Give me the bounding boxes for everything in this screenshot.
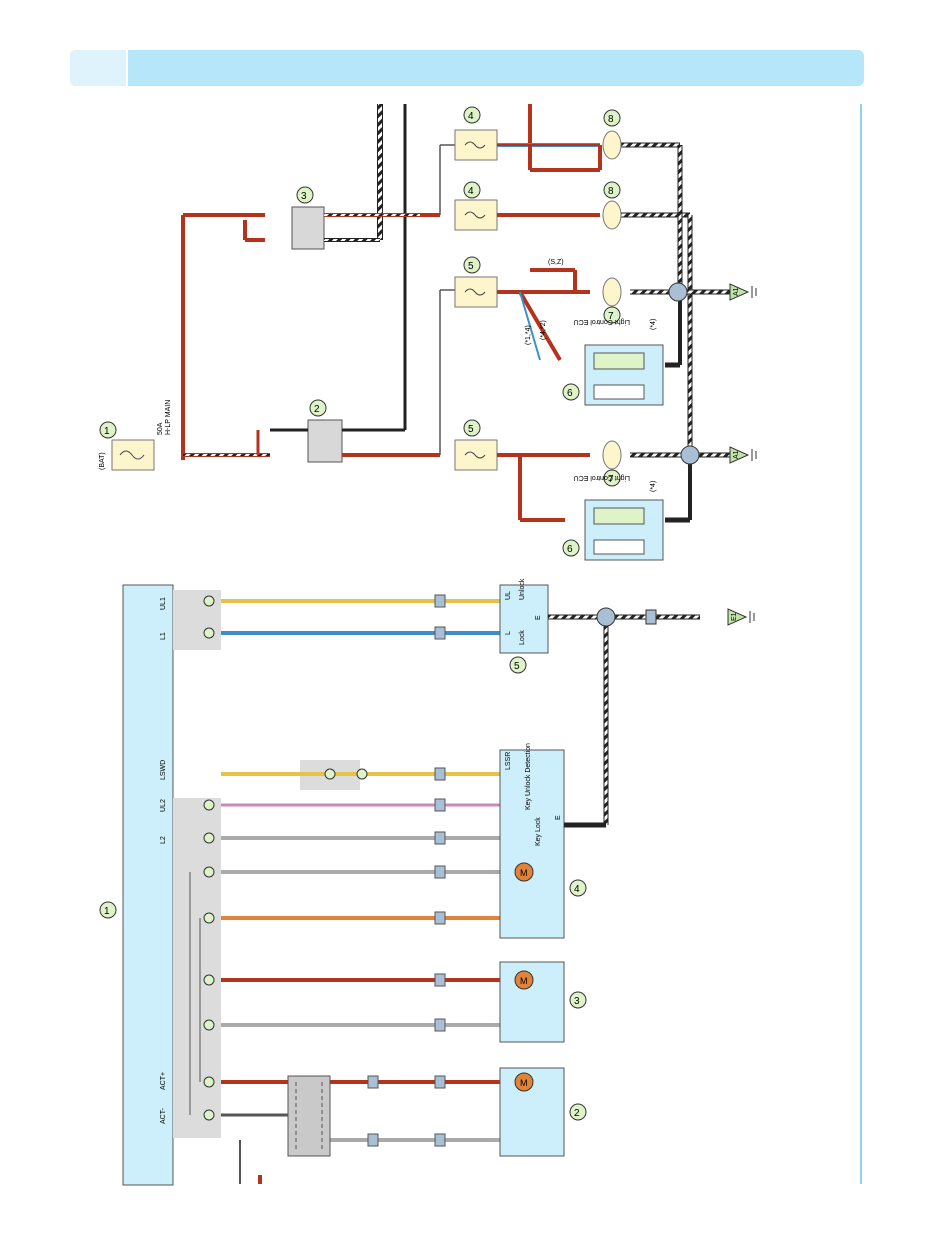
label-fuse-b: H-LP MAIN <box>165 400 172 435</box>
c-top-1: 1 <box>104 426 110 437</box>
fuse-4b <box>454 199 498 231</box>
label-fuse-a: 50A <box>157 422 164 435</box>
pin-l1: L1 <box>160 632 167 640</box>
ecu-1-body <box>122 584 174 1186</box>
c-bot-3: 3 <box>574 996 580 1007</box>
c-bot-4: 4 <box>574 884 580 895</box>
note-star1-4: (*1,*4) <box>525 325 532 345</box>
term-e-5: E <box>535 615 542 620</box>
motor-label-4: M <box>520 868 528 878</box>
fuse-5b <box>454 439 498 471</box>
gray-block-2 <box>173 798 221 1138</box>
right-rule <box>860 104 862 1184</box>
c-top-6b: 6 <box>567 544 573 555</box>
note-s2: (S,Z) <box>548 259 564 266</box>
fuse-5a <box>454 276 498 308</box>
pin-ul1: UL1 <box>160 597 167 610</box>
component-circles-top <box>99 106 621 557</box>
label-lssr: LSSR <box>505 752 512 770</box>
ecu-terminals <box>203 595 368 1121</box>
label-lock: Lock <box>519 630 526 645</box>
relay-block-bottom <box>287 1075 331 1157</box>
term-l-5: L <box>505 631 512 635</box>
relay-3 <box>291 206 325 250</box>
c-top-5b: 5 <box>468 424 474 435</box>
note-star4-2: (*4,*2) <box>540 320 547 340</box>
label-gnd-e1: E1 <box>731 612 738 621</box>
gnd-a1-mid <box>729 446 750 464</box>
label-key-unlock: Key Unlock Detection <box>525 743 532 810</box>
label-ecu-b: Light Control ECU <box>574 474 630 481</box>
fuse-bat <box>111 439 155 471</box>
splice-top-2 <box>680 445 700 465</box>
switch-5 <box>499 584 549 654</box>
motor-label-2: M <box>520 1078 528 1088</box>
label-gnd-a2: A1 <box>733 450 740 459</box>
gnd-e1 <box>727 608 748 626</box>
label-gnd-a1: A1 <box>733 287 740 296</box>
bulb-7a <box>602 277 622 307</box>
note-star4-b: (*4) <box>650 481 657 492</box>
pin-ul2: UL2 <box>160 799 167 812</box>
c-top-8b: 8 <box>608 186 614 197</box>
fuse-4a <box>454 129 498 161</box>
pin-l2: L2 <box>160 836 167 844</box>
note-star4-a: (*4) <box>650 319 657 330</box>
c-top-6a: 6 <box>567 388 573 399</box>
c-top-4a: 4 <box>468 111 474 122</box>
pin-act-plus: ACT+ <box>160 1072 167 1090</box>
bulb-8a <box>602 130 622 160</box>
motor-label-3: M <box>520 976 528 986</box>
actuator-3 <box>499 961 565 1043</box>
header-tab <box>70 50 128 86</box>
c-top-5a: 5 <box>468 261 474 272</box>
gnd-a1-top <box>729 283 750 301</box>
term-e-4: E <box>555 815 562 820</box>
c-top-3: 3 <box>301 191 307 202</box>
connector-boxes <box>367 594 446 1147</box>
c-top-8a: 8 <box>608 114 614 125</box>
label-key-lock: Key Lock <box>535 817 542 846</box>
term-ul-5: UL <box>505 591 512 600</box>
header-bar <box>70 50 864 86</box>
fuse-glyph <box>464 141 486 149</box>
c-bot-1: 1 <box>104 906 110 917</box>
actuator-4 <box>499 749 565 939</box>
c-bot-5: 5 <box>514 661 520 672</box>
c-bot-2: 2 <box>574 1108 580 1119</box>
splice-top-1 <box>668 282 688 302</box>
label-unlock: Unlock <box>519 578 526 600</box>
splice-bottom <box>596 607 616 627</box>
c-top-7b: 7 <box>608 474 614 485</box>
motors <box>514 862 534 1092</box>
c-top-7a: 7 <box>608 311 614 322</box>
label-bat: (BAT) <box>99 452 106 470</box>
c-top-2: 2 <box>314 404 320 415</box>
pin-act-minus: ACT- <box>160 1107 167 1124</box>
bulb-7b <box>602 440 622 470</box>
label-ecu-a: Light Control ECU <box>574 318 630 325</box>
pin-lswd: LSWD <box>160 760 167 780</box>
relay-2 <box>307 419 343 463</box>
bulb-8b <box>602 200 622 230</box>
c-top-4b: 4 <box>468 186 474 197</box>
component-circles-bottom <box>99 656 587 1121</box>
